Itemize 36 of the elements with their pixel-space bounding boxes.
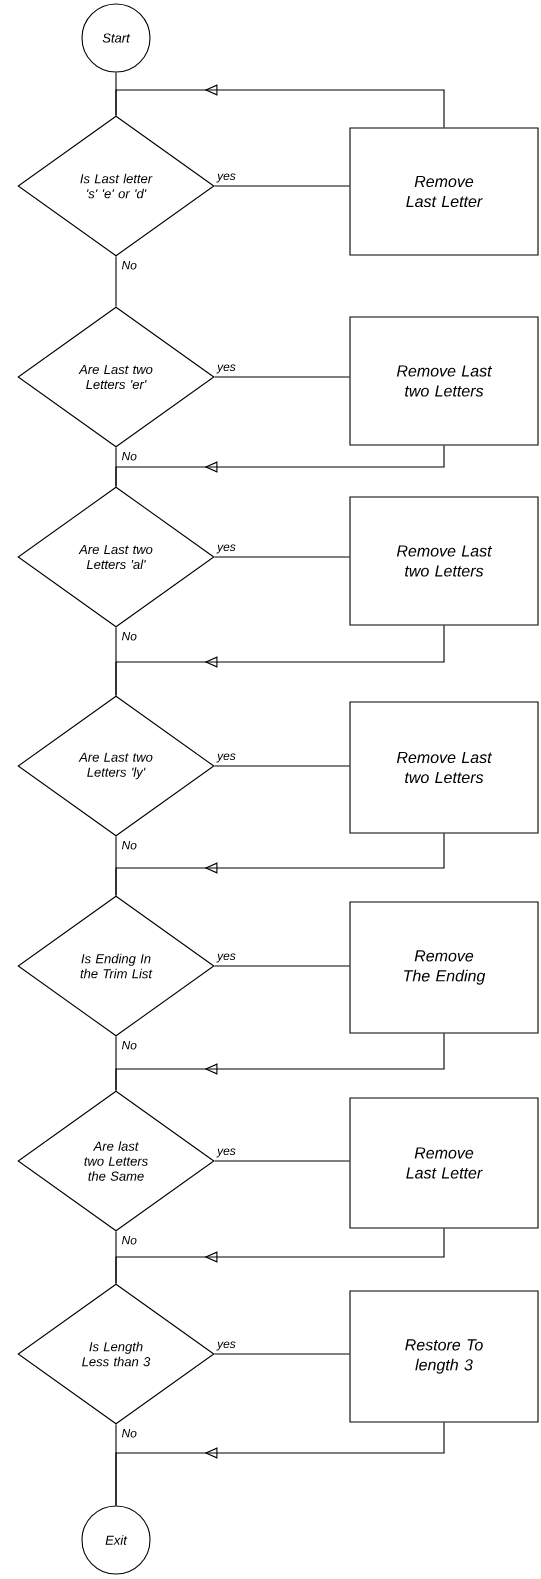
process-box: Remove Last Letter <box>349 1097 539 1229</box>
process-box: Remove The Ending <box>349 901 539 1034</box>
process-box: Restore To length 3 <box>349 1290 539 1423</box>
process-box: Remove Last two Letters <box>349 701 539 834</box>
process-box: Remove Last two Letters <box>349 316 539 446</box>
edge-label: yes <box>216 1147 237 1159</box>
connector-line <box>115 1231 117 1284</box>
edge-label: No <box>120 1235 138 1246</box>
edge-label: yes <box>216 752 237 764</box>
edge-label: No <box>120 631 138 642</box>
edge-label: yes <box>216 363 237 375</box>
edge-label: yes <box>216 172 237 184</box>
edge-label: yes <box>216 952 237 964</box>
connector-line <box>214 376 350 378</box>
edge-label: yes <box>216 543 237 555</box>
connector-line <box>214 185 350 187</box>
process-box: Remove Last Letter <box>349 127 539 256</box>
edge-label: No <box>120 1040 138 1051</box>
process-box: Remove Last two Letters <box>349 496 539 626</box>
connector-line <box>115 447 117 487</box>
connector-line <box>214 1160 350 1162</box>
connector-line <box>214 765 350 767</box>
connector-line <box>115 1424 117 1506</box>
connector-line <box>115 1036 117 1091</box>
connector-line <box>214 556 350 558</box>
edge-label: No <box>120 260 138 271</box>
connector-line <box>214 965 350 967</box>
connector-line <box>214 1353 350 1355</box>
connector-line <box>115 256 117 307</box>
edge-label: No <box>120 451 138 462</box>
connector-line <box>115 836 117 896</box>
edge-label: No <box>120 1428 138 1439</box>
edge-label: No <box>120 840 138 851</box>
edge-label: yes <box>216 1340 237 1352</box>
arrow <box>115 84 445 128</box>
connector-line <box>115 627 117 696</box>
